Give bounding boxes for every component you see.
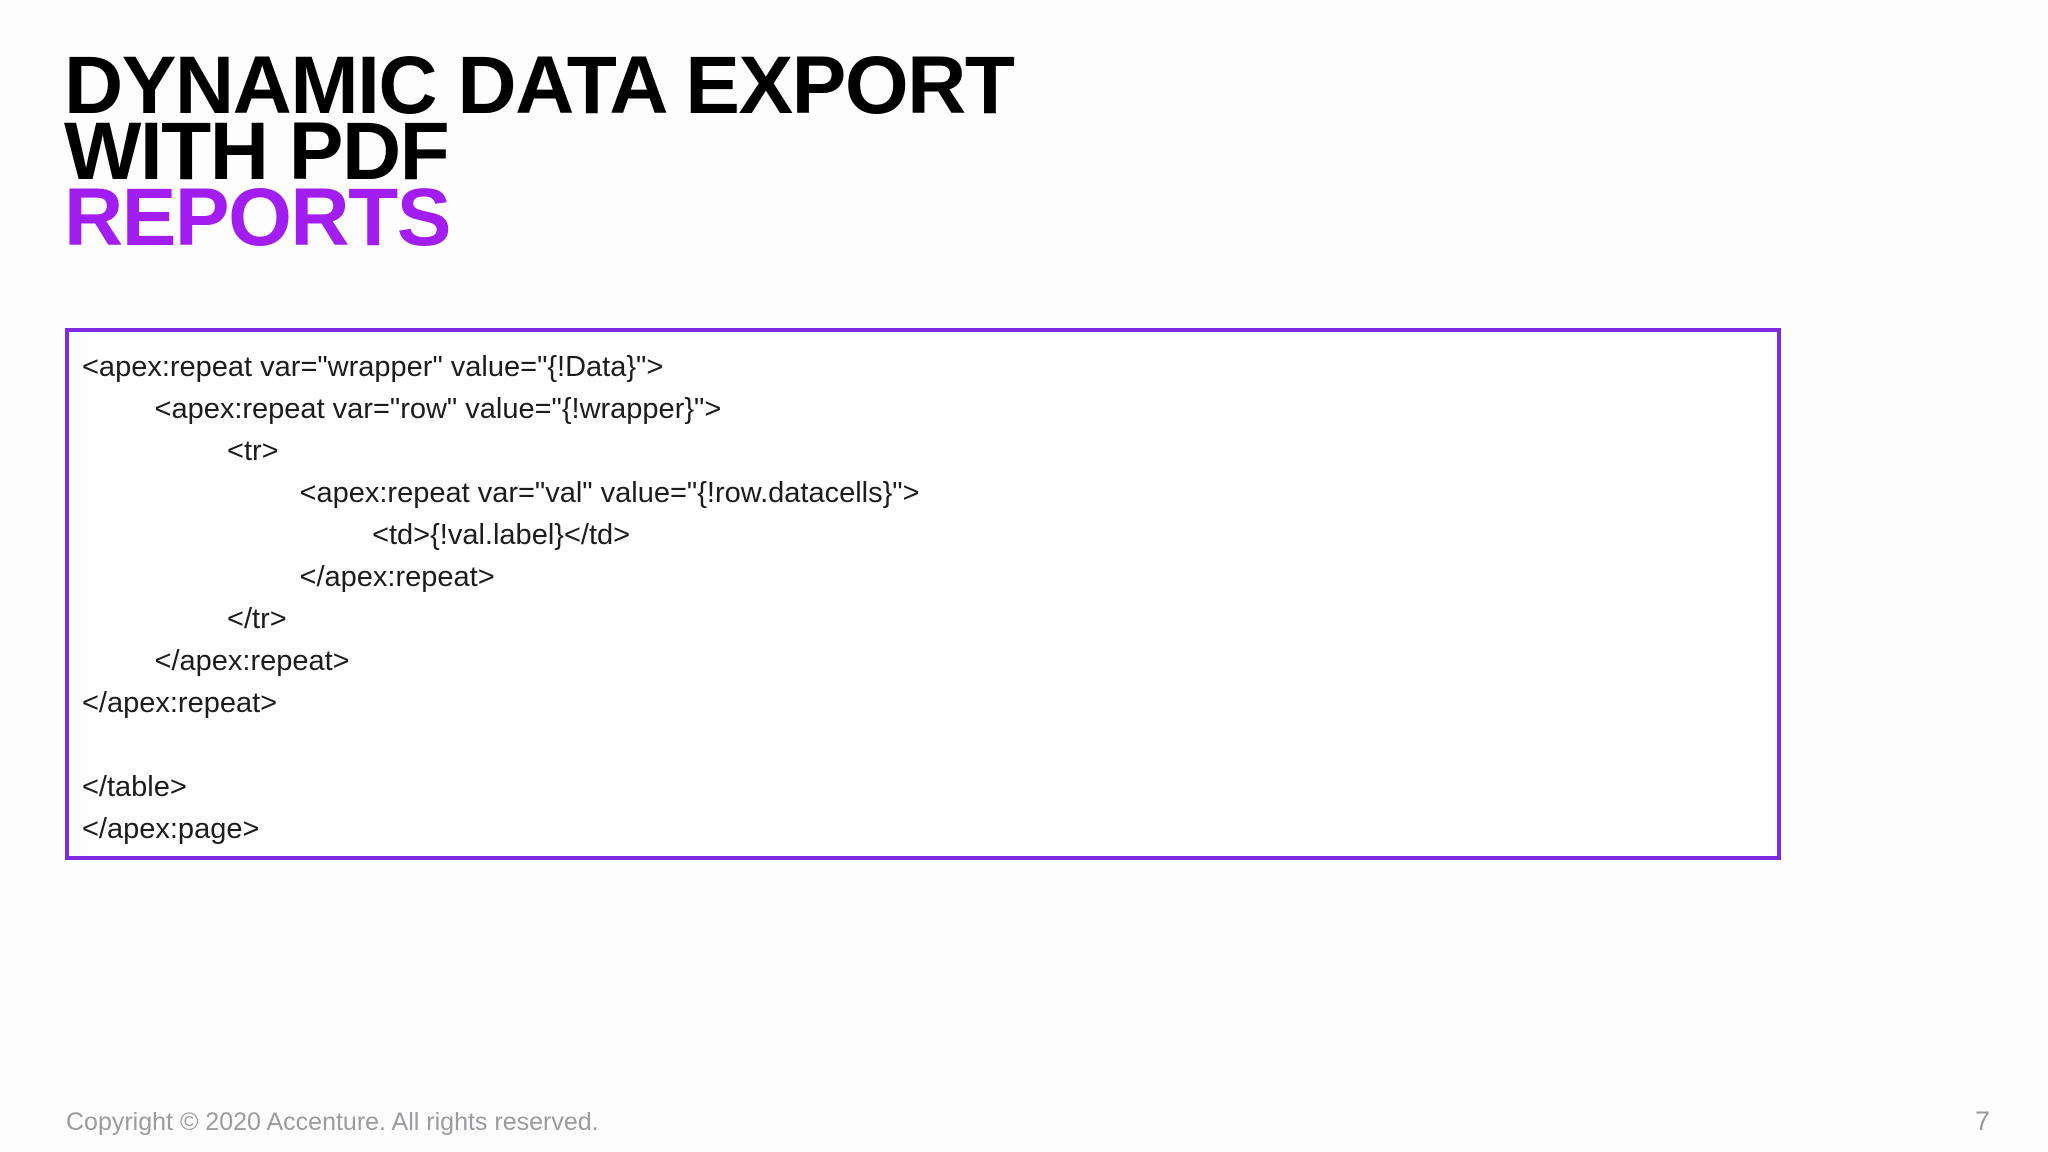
page-number: 7 xyxy=(1974,1106,1990,1136)
footer: Copyright © 2020 Accenture. All rights r… xyxy=(66,1106,1990,1137)
footer-copyright: Copyright © 2020 Accenture. All rights r… xyxy=(66,1108,599,1136)
code-box: <apex:repeat var="wrapper" value="{!Data… xyxy=(65,328,1781,860)
slide-title: DYNAMIC DATA EXPORT WITH PDF REPORTS xyxy=(64,40,1015,263)
title-line-1: DYNAMIC DATA EXPORT xyxy=(64,40,1015,131)
code-text: <apex:repeat var="wrapper" value="{!Data… xyxy=(82,351,920,845)
title-line-2: WITH PDF xyxy=(64,106,450,197)
title-line-3-accent: REPORTS xyxy=(64,172,451,263)
